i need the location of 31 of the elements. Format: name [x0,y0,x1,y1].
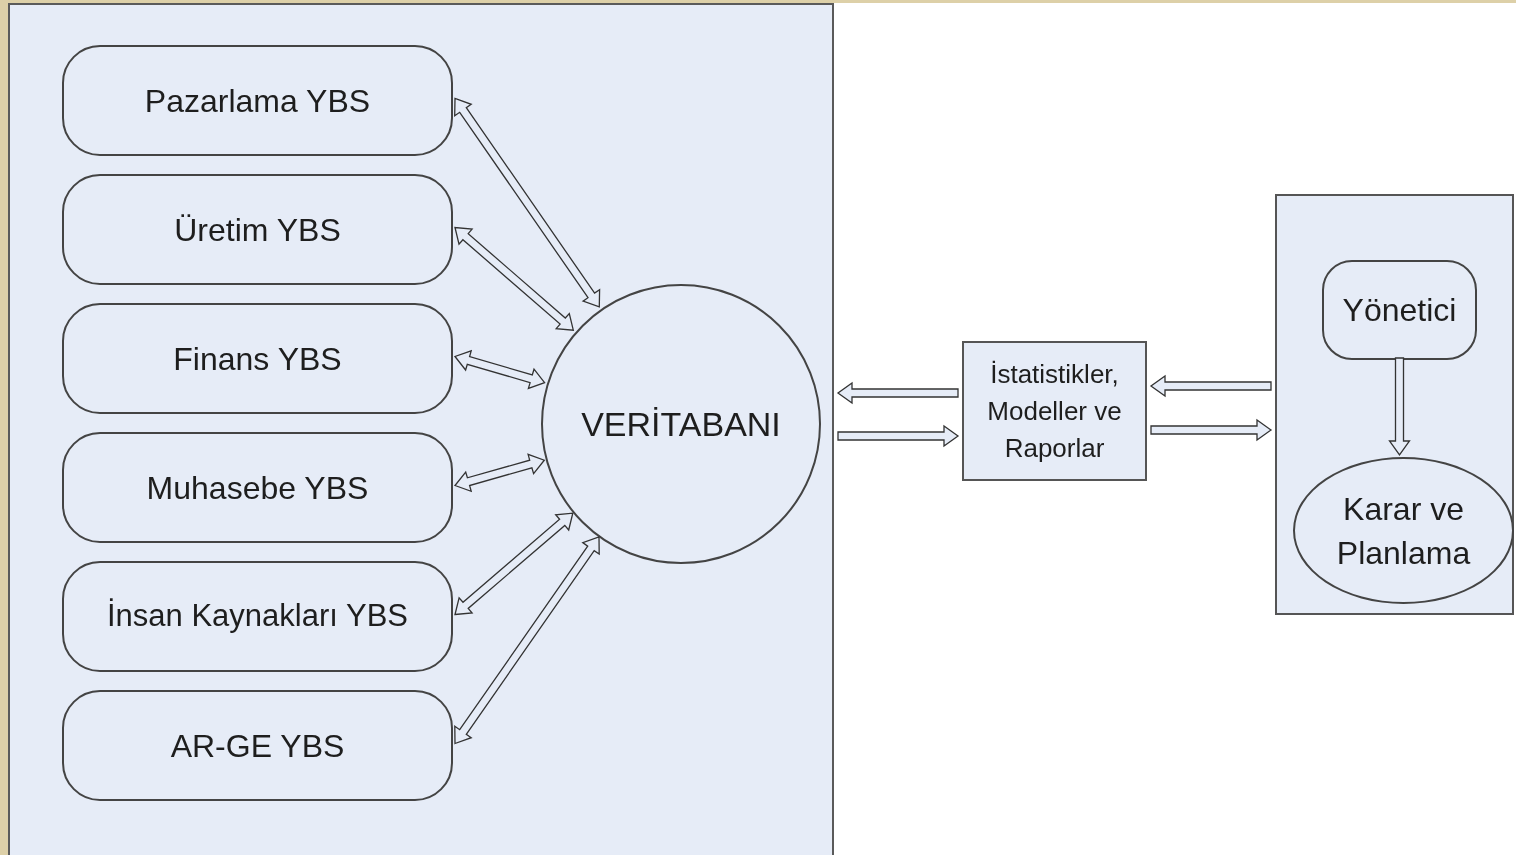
system-box [62,303,453,414]
arrow [454,512,574,616]
process-box [962,341,1147,481]
arrow [453,349,546,390]
node-label: Finans YBS [173,339,342,379]
system-box [62,45,453,156]
node-label: AR-GE YBS [170,726,345,766]
node-label: Yönetici [1342,291,1457,330]
process-box [1322,260,1477,360]
system-box [62,432,453,543]
node-label: VERİTABANI [581,403,781,445]
panel [8,3,834,855]
node-label: İnsan Kaynakları YBS [107,597,408,636]
system-box [62,561,453,672]
panel [1275,194,1514,615]
node-label: Muhasebe YBS [146,468,369,508]
arrow [454,536,600,745]
node-label: Üretim YBS [174,210,341,250]
arrow [1388,357,1411,457]
node-label: İstatistikler, Modeller ve Raporlar [986,357,1123,465]
node-label: Pazarlama YBS [144,81,371,121]
arrow [836,381,959,405]
arrow [837,424,960,448]
arrow [454,97,601,308]
arrow [1149,374,1272,398]
arrow [453,453,546,493]
node-label: Karar ve Planlama [1335,489,1472,573]
arrow [1150,418,1273,442]
arrow [454,226,575,331]
system-box [62,690,453,801]
system-box [62,174,453,285]
